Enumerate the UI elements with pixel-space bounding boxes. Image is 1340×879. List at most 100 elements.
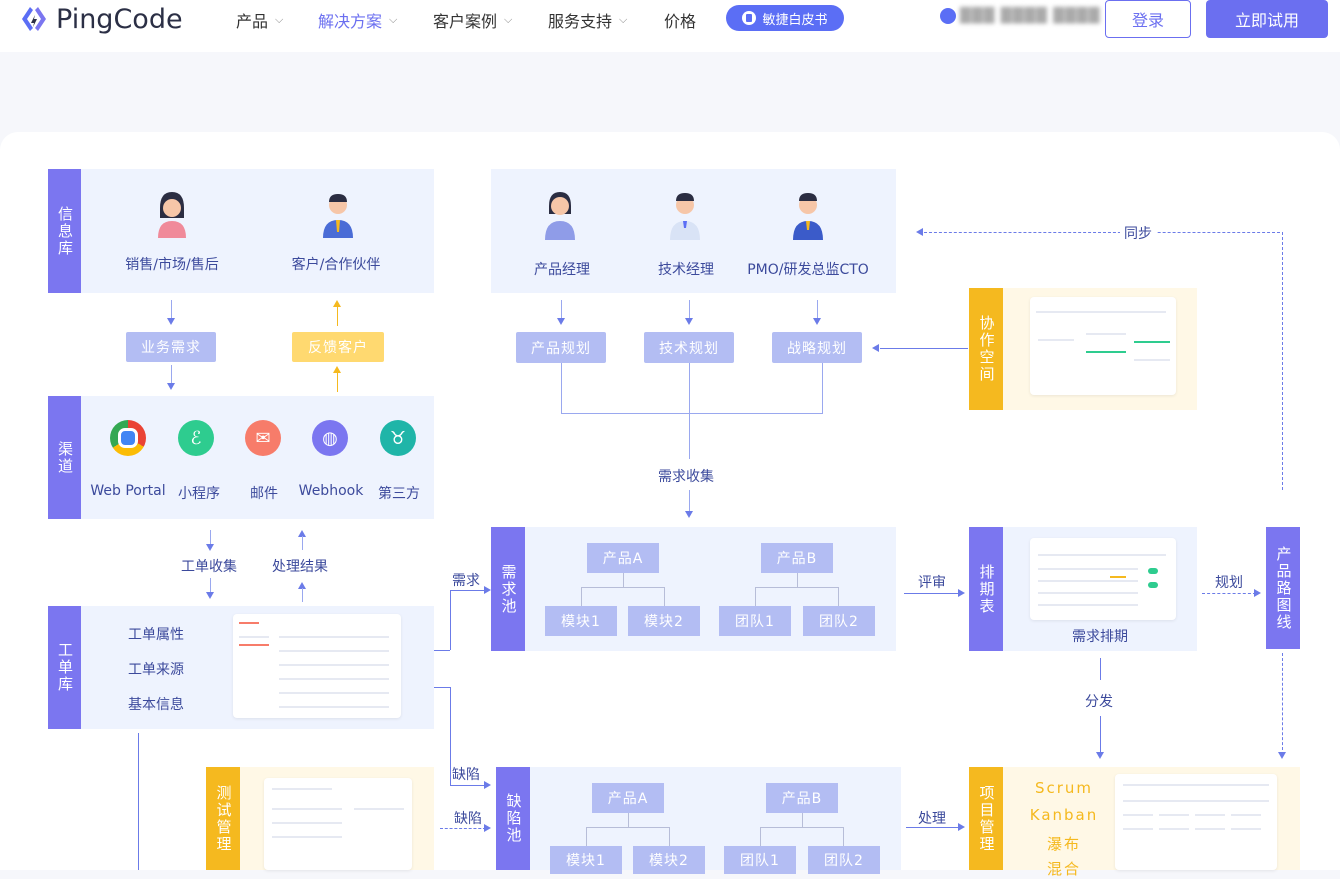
arrow-down-icon xyxy=(167,383,175,390)
defect-flow-label-1: 缺陷 xyxy=(452,767,480,783)
schedule-tab: 排期表 xyxy=(969,527,1003,651)
method-waterfall: 瀑布 xyxy=(1046,835,1081,853)
req-team-1: 团队1 xyxy=(719,606,791,636)
arrow-down-icon xyxy=(557,318,565,325)
connector xyxy=(586,827,670,828)
connector xyxy=(561,413,823,414)
channel-mail: 邮件 xyxy=(250,486,278,502)
connector xyxy=(689,490,690,512)
role-product-manager: 产品经理 xyxy=(534,262,590,278)
req-product-a: 产品A xyxy=(587,543,659,573)
arrow-up-icon xyxy=(298,582,306,589)
pmo-cto-icon xyxy=(793,193,823,240)
connector xyxy=(581,587,665,588)
phone-icon xyxy=(940,8,956,24)
nav-solutions[interactable]: 解决方案⌵ xyxy=(318,8,397,32)
arrow-right-icon xyxy=(484,824,491,832)
connector xyxy=(623,573,624,587)
whitepaper-label: 敏捷白皮书 xyxy=(762,12,828,28)
roadmap-dashed-line xyxy=(1282,653,1283,755)
chevron-down-icon: ⌵ xyxy=(275,13,284,26)
arrow-up-icon xyxy=(298,530,306,537)
arrow-right-icon xyxy=(1254,589,1261,597)
arrow-left-icon xyxy=(872,344,879,352)
arrow-right-icon xyxy=(958,823,965,831)
bug-module-1: 模块1 xyxy=(550,846,622,874)
biz-req-chip: 业务需求 xyxy=(126,332,216,362)
bug-module-2: 模块2 xyxy=(633,846,705,874)
connector xyxy=(586,827,587,846)
nav-support[interactable]: 服务支持⌵ xyxy=(548,8,627,32)
sync-label: 同步 xyxy=(1120,223,1156,243)
tech-plan-chip: 技术规划 xyxy=(644,332,734,363)
chevron-down-icon: ⌵ xyxy=(504,13,513,26)
req-module-2: 模块2 xyxy=(628,606,700,636)
ticket-screenshot-thumbnail xyxy=(233,614,401,718)
sync-dashed-line xyxy=(924,232,1280,233)
logo-text: PingCode xyxy=(56,3,183,35)
connector xyxy=(581,587,582,606)
channel-third-party: 第三方 xyxy=(378,486,420,502)
connector xyxy=(561,300,562,320)
role-sales: 销售/市场/售后 xyxy=(125,257,219,273)
ticket-attr-2: 工单来源 xyxy=(128,662,184,678)
arrow-down-icon xyxy=(813,318,821,325)
connector xyxy=(1100,658,1101,680)
nav-label: 服务支持 xyxy=(548,12,613,31)
connector xyxy=(880,348,968,349)
method-scrum: Scrum xyxy=(1034,779,1094,797)
whitepaper-badge[interactable]: 敏捷白皮书 xyxy=(726,5,844,31)
nav-pricing[interactable]: 价格 xyxy=(664,8,696,32)
handle-label: 处理 xyxy=(918,811,946,827)
connector xyxy=(337,306,338,326)
schedule-label: 需求排期 xyxy=(1072,629,1128,645)
connector xyxy=(822,363,823,413)
ticket-lib-tab-label: 工单库 xyxy=(56,642,74,693)
req-collect-label: 需求收集 xyxy=(658,469,714,485)
ticket-attr-1: 工单属性 xyxy=(128,627,184,643)
review-label: 评审 xyxy=(918,575,946,591)
test-mgmt-tab-label: 测试管理 xyxy=(214,784,233,853)
collab-tab: 协作空间 xyxy=(969,288,1003,410)
arrow-up-icon xyxy=(333,366,341,373)
channel-mini-program: 小程序 xyxy=(178,486,220,502)
strategy-plan-chip: 战略规划 xyxy=(772,332,862,363)
connector xyxy=(760,827,761,846)
project-mgmt-tab: 项目管理 xyxy=(969,767,1003,870)
process-result-label: 处理结果 xyxy=(272,559,328,575)
arrow-left-icon xyxy=(916,228,923,236)
connector xyxy=(906,827,960,828)
nav-products[interactable]: 产品⌵ xyxy=(236,8,283,32)
third-party-tooth-icon: ♉ xyxy=(380,420,416,456)
connector xyxy=(797,573,798,587)
channel-webhook: Webhook xyxy=(298,483,364,499)
phone-contact[interactable]: ███ ████ ████ xyxy=(940,8,1100,24)
logo[interactable]: PingCode xyxy=(18,3,183,35)
req-pool-tab: 需求池 xyxy=(491,527,525,651)
roadmap-tab: 产品路图线 xyxy=(1266,527,1300,649)
connector xyxy=(838,587,839,606)
method-hybrid: 混合 xyxy=(1046,860,1081,878)
connector xyxy=(843,827,844,846)
project-mgmt-tab-label: 项目管理 xyxy=(977,784,996,853)
connector xyxy=(302,588,303,602)
connector xyxy=(689,363,690,459)
login-button[interactable]: 登录 xyxy=(1105,0,1191,38)
info-lib-tab: 信息库 xyxy=(48,169,81,293)
try-free-button[interactable]: 立即试用 xyxy=(1206,0,1328,38)
arrow-right-icon xyxy=(484,586,491,594)
test-mgmt-tab: 测试管理 xyxy=(206,767,240,870)
arrow-right-icon xyxy=(958,589,965,597)
bug-pool-tab-label: 缺陷池 xyxy=(504,793,523,844)
chrome-icon xyxy=(110,420,146,456)
mini-program-icon: ℰ xyxy=(178,420,214,456)
connector xyxy=(628,813,629,827)
nav-cases[interactable]: 客户案例⌵ xyxy=(433,8,512,32)
bug-team-2: 团队2 xyxy=(808,846,880,874)
arrow-down-icon xyxy=(206,544,214,551)
role-customer: 客户/合作伙伴 xyxy=(291,257,381,273)
req-product-b: 产品B xyxy=(761,543,833,573)
ticket-attr-3: 基本信息 xyxy=(128,697,184,713)
connector xyxy=(561,363,562,413)
connector xyxy=(669,827,670,846)
